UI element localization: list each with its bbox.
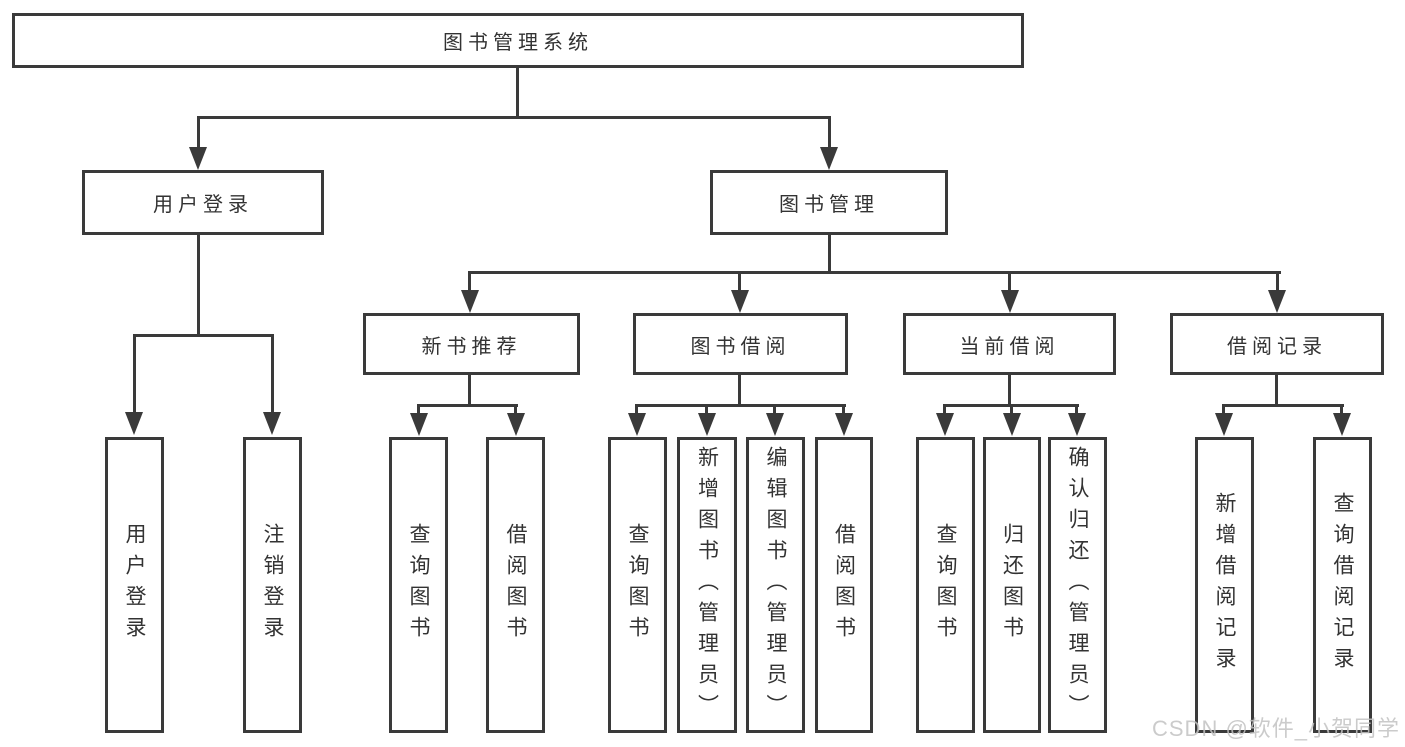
node-label: 借阅图书 — [504, 523, 527, 647]
node-book-borrowing: 图书借阅 — [633, 313, 848, 375]
connector-group-drop — [738, 375, 741, 406]
node-label: 查询图书 — [407, 523, 430, 647]
leaf-query-books-borrowing: 查询图书 — [608, 437, 667, 733]
arrow-down-icon — [820, 147, 838, 170]
connector-leaf-drop — [1075, 404, 1078, 414]
connector-leaf-drop — [705, 404, 708, 414]
arrow-down-icon — [1001, 290, 1019, 313]
node-label: 新增借阅记录 — [1213, 492, 1236, 678]
connector-leaf-drop — [1222, 404, 1225, 414]
connector-group-drop — [468, 375, 471, 406]
csdn-watermark: CSDN @软件_小贺同学 — [1152, 716, 1401, 741]
connector-leaf-drop — [1010, 404, 1013, 414]
node-label: 查询图书 — [934, 523, 957, 647]
connector-level3-drop — [738, 271, 741, 292]
arrow-down-icon — [698, 413, 716, 436]
arrow-down-icon — [125, 412, 143, 435]
leaf-logout: 注销登录 — [243, 437, 302, 733]
connector-leaf-drop — [842, 404, 845, 414]
leaf-return-book: 归还图书 — [983, 437, 1041, 733]
arrow-down-icon — [731, 290, 749, 313]
connector-leaf-drop — [271, 334, 274, 413]
arrow-down-icon — [410, 413, 428, 436]
leaf-edit-book-admin: 编辑图书（管理员） — [746, 437, 805, 733]
node-label: 当前借阅 — [959, 335, 1060, 358]
arrow-down-icon — [835, 413, 853, 436]
node-label: 查询借阅记录 — [1331, 492, 1354, 678]
arrow-down-icon — [507, 413, 525, 436]
connector-leaf-drop — [943, 404, 946, 414]
connector-leaf-drop — [635, 404, 638, 414]
node-library-management-system: 图书管理系统 — [12, 13, 1024, 68]
leaf-query-books-current: 查询图书 — [916, 437, 975, 733]
arrow-down-icon — [1003, 413, 1021, 436]
arrow-down-icon — [628, 413, 646, 436]
node-label: 归还图书 — [1000, 523, 1024, 647]
leaf-query-books-recommend: 查询图书 — [389, 437, 448, 733]
connector-leaf-bar — [417, 404, 518, 407]
node-borrowing-records: 借阅记录 — [1170, 313, 1384, 375]
connector-leaf-bar — [635, 404, 846, 407]
node-label: 新书推荐 — [421, 335, 522, 358]
connector-leaf-drop — [417, 404, 420, 414]
node-label: 借阅图书 — [832, 523, 856, 647]
leaf-confirm-return-admin: 确认归还（管理员） — [1048, 437, 1107, 733]
arrow-down-icon — [1215, 413, 1233, 436]
connector-group-drop — [1008, 375, 1011, 406]
connector-group-drop — [1275, 375, 1278, 406]
leaf-borrow-books-borrowing: 借阅图书 — [815, 437, 873, 733]
node-label: 图书借阅 — [690, 335, 791, 358]
connector-leaf-drop — [514, 404, 517, 414]
connector-level3-bar — [468, 271, 1281, 274]
connector-level3-drop — [468, 271, 471, 292]
node-label: 借阅记录 — [1227, 335, 1327, 358]
node-label: 确认归还（管理员） — [1066, 445, 1089, 725]
arrow-down-icon — [189, 147, 207, 170]
connector-user-login-drop — [197, 116, 200, 148]
connector-leaf-drop — [133, 334, 136, 413]
connector-root-drop — [516, 68, 519, 118]
arrow-down-icon — [766, 413, 784, 436]
leaf-borrow-books-recommend: 借阅图书 — [486, 437, 545, 733]
node-user-login: 用户登录 — [82, 170, 324, 235]
leaf-add-book-admin: 新增图书（管理员） — [677, 437, 737, 733]
arrow-down-icon — [461, 290, 479, 313]
node-new-book-recommend: 新书推荐 — [363, 313, 580, 375]
leaf-query-borrow-record: 查询借阅记录 — [1313, 437, 1372, 733]
arrow-down-icon — [936, 413, 954, 436]
node-label: 用户登录 — [123, 523, 146, 647]
node-book-management: 图书管理 — [710, 170, 948, 235]
connector-user-login-branch-drop — [197, 235, 200, 336]
node-current-borrowing: 当前借阅 — [903, 313, 1116, 375]
arrow-down-icon — [263, 412, 281, 435]
connector-leaf-drop — [1340, 404, 1343, 414]
node-label: 编辑图书（管理员） — [764, 445, 787, 725]
connector-level2-bar — [197, 116, 831, 119]
node-label: 新增图书（管理员） — [695, 445, 719, 725]
connector-leaf-bar — [1222, 404, 1344, 407]
node-label: 注销登录 — [261, 523, 284, 647]
arrow-down-icon — [1068, 413, 1086, 436]
connector-level3-drop — [1008, 271, 1011, 292]
node-label: 图书管理系统 — [443, 32, 593, 54]
arrow-down-icon — [1268, 290, 1286, 313]
connector-user-login-bar — [133, 334, 274, 337]
connector-leaf-drop — [773, 404, 776, 414]
node-label: 图书管理 — [779, 194, 879, 216]
arrow-down-icon — [1333, 413, 1351, 436]
node-label: 查询图书 — [626, 523, 649, 647]
node-label: 用户登录 — [153, 194, 253, 216]
connector-book-mgmt-branch-drop — [828, 235, 831, 274]
leaf-user-login: 用户登录 — [105, 437, 164, 733]
connector-level3-drop — [1276, 271, 1279, 292]
connector-book-mgmt-drop — [828, 116, 831, 148]
leaf-add-borrow-record: 新增借阅记录 — [1195, 437, 1254, 733]
